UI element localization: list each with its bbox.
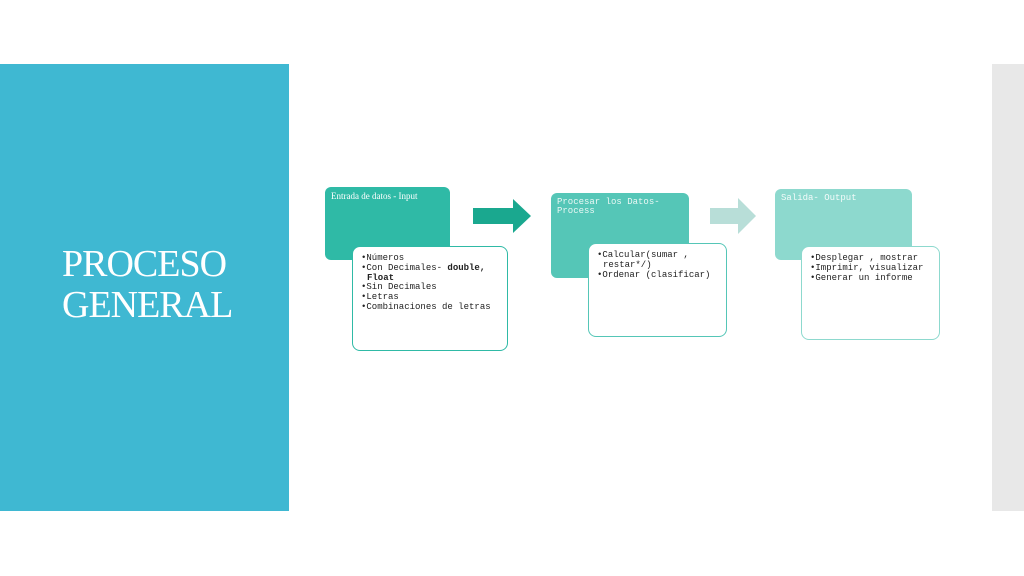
list-item: Ordenar (clasificar) xyxy=(597,270,718,281)
slide-title: PROCESO GENERAL xyxy=(62,244,282,326)
list-item: Generar un informe xyxy=(810,273,931,284)
slide-title-line-2: GENERAL xyxy=(62,284,233,326)
list-item: Desplegar , mostrar xyxy=(810,253,931,264)
list-item: Calcular(sumar , restar*/) xyxy=(597,250,718,271)
list-item: Números xyxy=(361,253,499,264)
right-edge-strip xyxy=(992,64,1024,511)
slide-title-line-1: PROCESO xyxy=(62,243,227,285)
stage-process-details: Calcular(sumar , restar*/) Ordenar (clas… xyxy=(588,243,727,337)
title-panel xyxy=(0,64,289,511)
list-item: Imprimir, visualizar xyxy=(810,263,931,274)
stage-output-details: Desplegar , mostrar Imprimir, visualizar… xyxy=(801,246,940,340)
list-item: Con Decimales- double, Float xyxy=(361,263,499,284)
list-item: Combinaciones de letras xyxy=(361,302,499,313)
arrow-right-icon xyxy=(710,198,756,234)
list-item: Letras xyxy=(361,292,499,303)
arrow-right-icon xyxy=(473,199,531,233)
stage-input-details: Números Con Decimales- double, Float Sin… xyxy=(352,246,508,351)
list-item: Sin Decimales xyxy=(361,282,499,293)
